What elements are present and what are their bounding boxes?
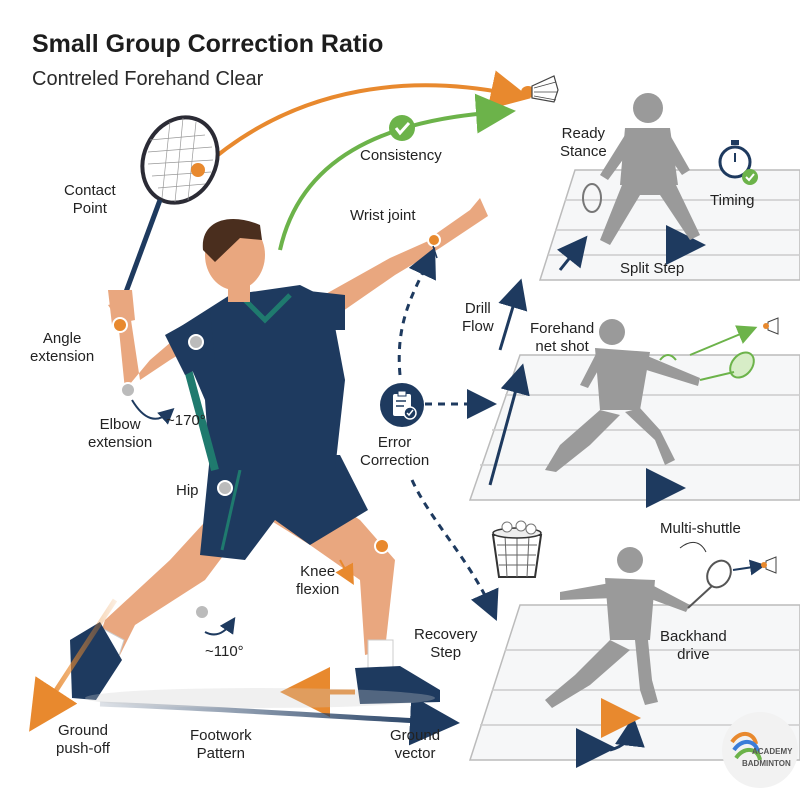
- knee-angle-arc: [335, 559, 354, 585]
- ground-push-off-arrow: [29, 598, 118, 732]
- consistency-arrow: [278, 93, 516, 251]
- label-elbow-angle: ~170°: [166, 412, 206, 429]
- drill-panel-backhand-drive: [468, 542, 800, 768]
- shuttle-small-icon-2: [761, 556, 777, 574]
- joint-markers: [112, 233, 441, 620]
- label-hip: Hip: [176, 482, 199, 499]
- shuttle-trajectory-arrow: [198, 70, 531, 172]
- shuttle-small-icon: [763, 317, 779, 335]
- page-subtitle: Contreled Forehand Clear: [32, 68, 264, 90]
- logo-line-1: ACADEMY: [752, 747, 793, 756]
- ground-vector-arrow: [99, 695, 460, 746]
- drill-panel-ready-stance: [538, 93, 800, 281]
- label-consistency: Consistency: [360, 147, 442, 164]
- page-title: Small Group Correction Ratio: [32, 30, 384, 58]
- elbow-angle-arc: [131, 399, 175, 425]
- knee-angle-arc-2: [204, 617, 236, 636]
- academy-logo: ACADEMY BADMINTON: [722, 712, 798, 788]
- drill-panel-forehand-net-shot: [468, 317, 800, 508]
- label-timing: Timing: [710, 192, 755, 209]
- label-wrist-joint: Wrist joint: [350, 207, 416, 224]
- stopwatch-icon: [718, 140, 758, 185]
- shuttlecock-icon: [521, 75, 559, 103]
- check-icon: [389, 115, 415, 141]
- label-multi-shuttle: Multi-shuttle: [660, 520, 741, 537]
- drill-flow-arrow-up: [397, 247, 436, 376]
- label-split-step: Split Step: [620, 260, 685, 277]
- drill-flow-up-arrow: [498, 278, 528, 351]
- label-knee-angle: ~110°: [205, 643, 244, 660]
- clipboard-icon: [380, 383, 424, 427]
- racket-icon: [120, 115, 220, 301]
- shuttle-basket-icon: [491, 520, 543, 578]
- recovery-arrow: [410, 479, 499, 621]
- player-figure: [70, 198, 488, 704]
- logo-line-2: BADMINTON: [742, 759, 791, 768]
